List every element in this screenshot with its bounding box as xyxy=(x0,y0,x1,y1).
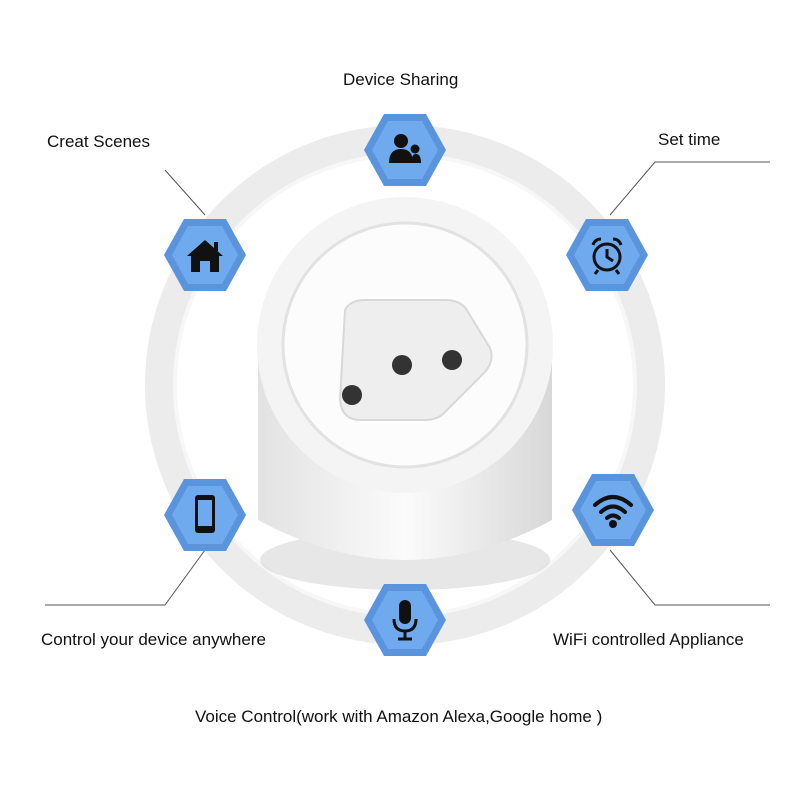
smartphone-icon xyxy=(195,495,215,533)
wifi-icon xyxy=(593,495,633,528)
users-icon xyxy=(389,134,421,163)
voice-control-hex[interactable] xyxy=(363,583,447,657)
create-scenes-hex[interactable] xyxy=(163,218,247,292)
alarm-clock-icon xyxy=(591,237,623,275)
control-anywhere-label: Control your device anywhere xyxy=(41,630,266,649)
home-icon xyxy=(187,240,223,272)
voice-control-label: Voice Control(work with Amazon Alexa,Goo… xyxy=(195,707,603,726)
leader-lines xyxy=(45,161,770,606)
wifi-hex[interactable] xyxy=(571,473,655,547)
creat-scenes-label: Creat Scenes xyxy=(47,132,150,151)
device-sharing-label: Device Sharing xyxy=(343,70,459,89)
control-anywhere-hex[interactable] xyxy=(163,478,247,552)
set-time-label: Set time xyxy=(658,130,721,149)
set-time-hex[interactable] xyxy=(565,218,649,292)
device-sharing-hex[interactable] xyxy=(363,113,447,187)
smart-plug-image xyxy=(257,197,553,590)
microphone-icon xyxy=(392,600,418,641)
wifi-controlled-label: WiFi controlled Appliance xyxy=(553,630,744,649)
